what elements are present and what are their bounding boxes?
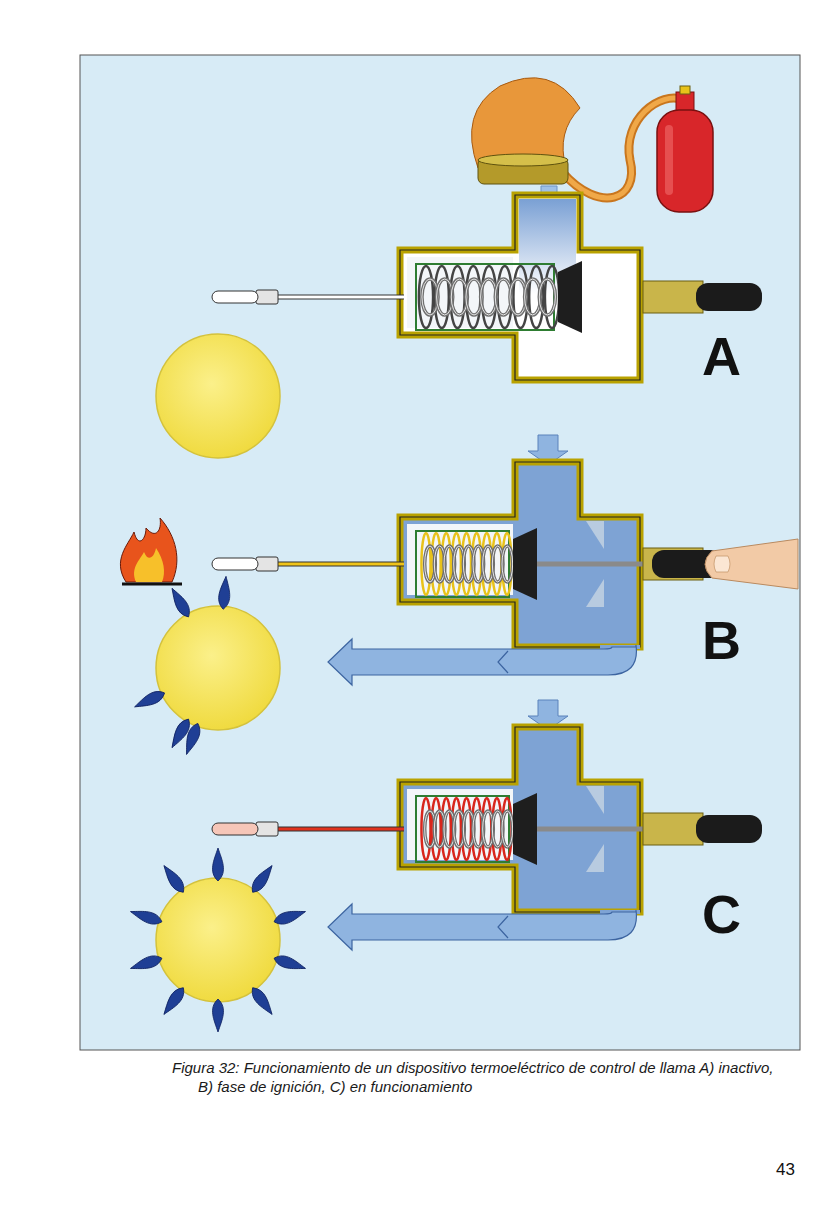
bottle-valve <box>680 86 690 94</box>
gas-flame <box>218 576 232 610</box>
gas-supply <box>472 78 713 214</box>
spring-chamber <box>407 789 513 860</box>
valve-cone <box>513 528 537 600</box>
thermoelectric-valve <box>212 195 762 380</box>
figure-caption: Figura 32: Funcionamiento de un disposit… <box>172 1058 788 1096</box>
arrow-chevron <box>498 916 508 938</box>
gas-flame <box>159 985 187 1018</box>
spring-chamber <box>407 257 513 328</box>
gas-flame <box>167 586 193 620</box>
gas-flame <box>248 862 276 895</box>
valve-seat <box>586 579 604 607</box>
page-number: 43 <box>776 1160 795 1180</box>
gas-outlet-arrow <box>328 639 636 685</box>
thermocouple-sleeve <box>256 822 278 836</box>
thermocouple-wire <box>276 828 404 831</box>
button-sleeve <box>643 813 703 845</box>
finger <box>705 539 798 589</box>
gas-flame <box>248 985 276 1018</box>
thermocouple-tip <box>212 291 258 303</box>
burner <box>156 334 280 458</box>
thermocouple-tip <box>212 558 258 570</box>
spring-coil <box>502 811 513 847</box>
gas-flame <box>181 722 203 757</box>
spring-coil <box>502 546 513 582</box>
thermoelectric-valve <box>212 700 762 950</box>
thermocouple-sleeve <box>256 557 278 571</box>
valve-outline <box>400 462 640 647</box>
valve-drawings <box>212 195 798 950</box>
valve-seat <box>586 844 604 872</box>
thermocouple-wire <box>276 296 404 299</box>
valve-seat <box>586 786 604 814</box>
spring-coil <box>539 279 555 315</box>
valve-cone <box>513 793 537 865</box>
push-button <box>696 815 762 843</box>
thermocouple-wire <box>276 563 404 566</box>
panel-letter: B <box>702 610 741 670</box>
gas-hose <box>562 98 684 198</box>
valve-cone <box>558 261 582 333</box>
spring-coil <box>502 546 513 582</box>
gas-flame <box>132 688 167 712</box>
panel-letter: A <box>702 326 741 386</box>
gas-outlet-arrow <box>328 904 636 950</box>
gas-bottle <box>657 110 713 212</box>
spring-chamber <box>407 524 513 595</box>
gas-flame <box>129 953 164 974</box>
fingernail <box>714 556 730 572</box>
gas-flame <box>159 862 187 895</box>
gas-flame <box>272 953 307 974</box>
thermocouple-tip <box>212 823 258 835</box>
burner-drawings <box>129 334 307 1032</box>
regulator-ring <box>478 154 568 166</box>
spring-coil <box>539 279 555 315</box>
gas-flame <box>272 906 307 927</box>
gas-flame <box>213 848 224 881</box>
gas-flame <box>213 999 224 1032</box>
burner <box>156 606 280 730</box>
valve-outline <box>400 727 640 912</box>
panel <box>80 55 800 1050</box>
thermocouple-wire <box>276 827 404 832</box>
valve-body <box>400 727 640 912</box>
button-sleeve <box>643 281 703 313</box>
valve-body <box>400 462 640 647</box>
magnet-frame <box>416 264 554 330</box>
gas-hose <box>562 98 684 198</box>
magnet-frame <box>416 796 509 862</box>
bottle-shine <box>665 125 673 195</box>
arrow-chevron <box>498 651 508 673</box>
spring-coil <box>502 811 513 847</box>
regulator-bell <box>472 78 580 168</box>
burner <box>156 878 280 1002</box>
thermocouple-wire <box>276 562 404 567</box>
thermocouple-wire <box>276 295 404 300</box>
valve-seat <box>586 521 604 549</box>
valve-outline <box>400 195 640 380</box>
gas-flame <box>129 906 164 927</box>
valve-body <box>400 195 640 380</box>
panel-letter: C <box>702 884 741 944</box>
magnet-frame <box>416 531 509 597</box>
thermoelectric-valve <box>212 435 798 685</box>
thermocouple-sleeve <box>256 290 278 304</box>
lighter-flame <box>120 518 182 584</box>
push-button <box>696 283 762 311</box>
